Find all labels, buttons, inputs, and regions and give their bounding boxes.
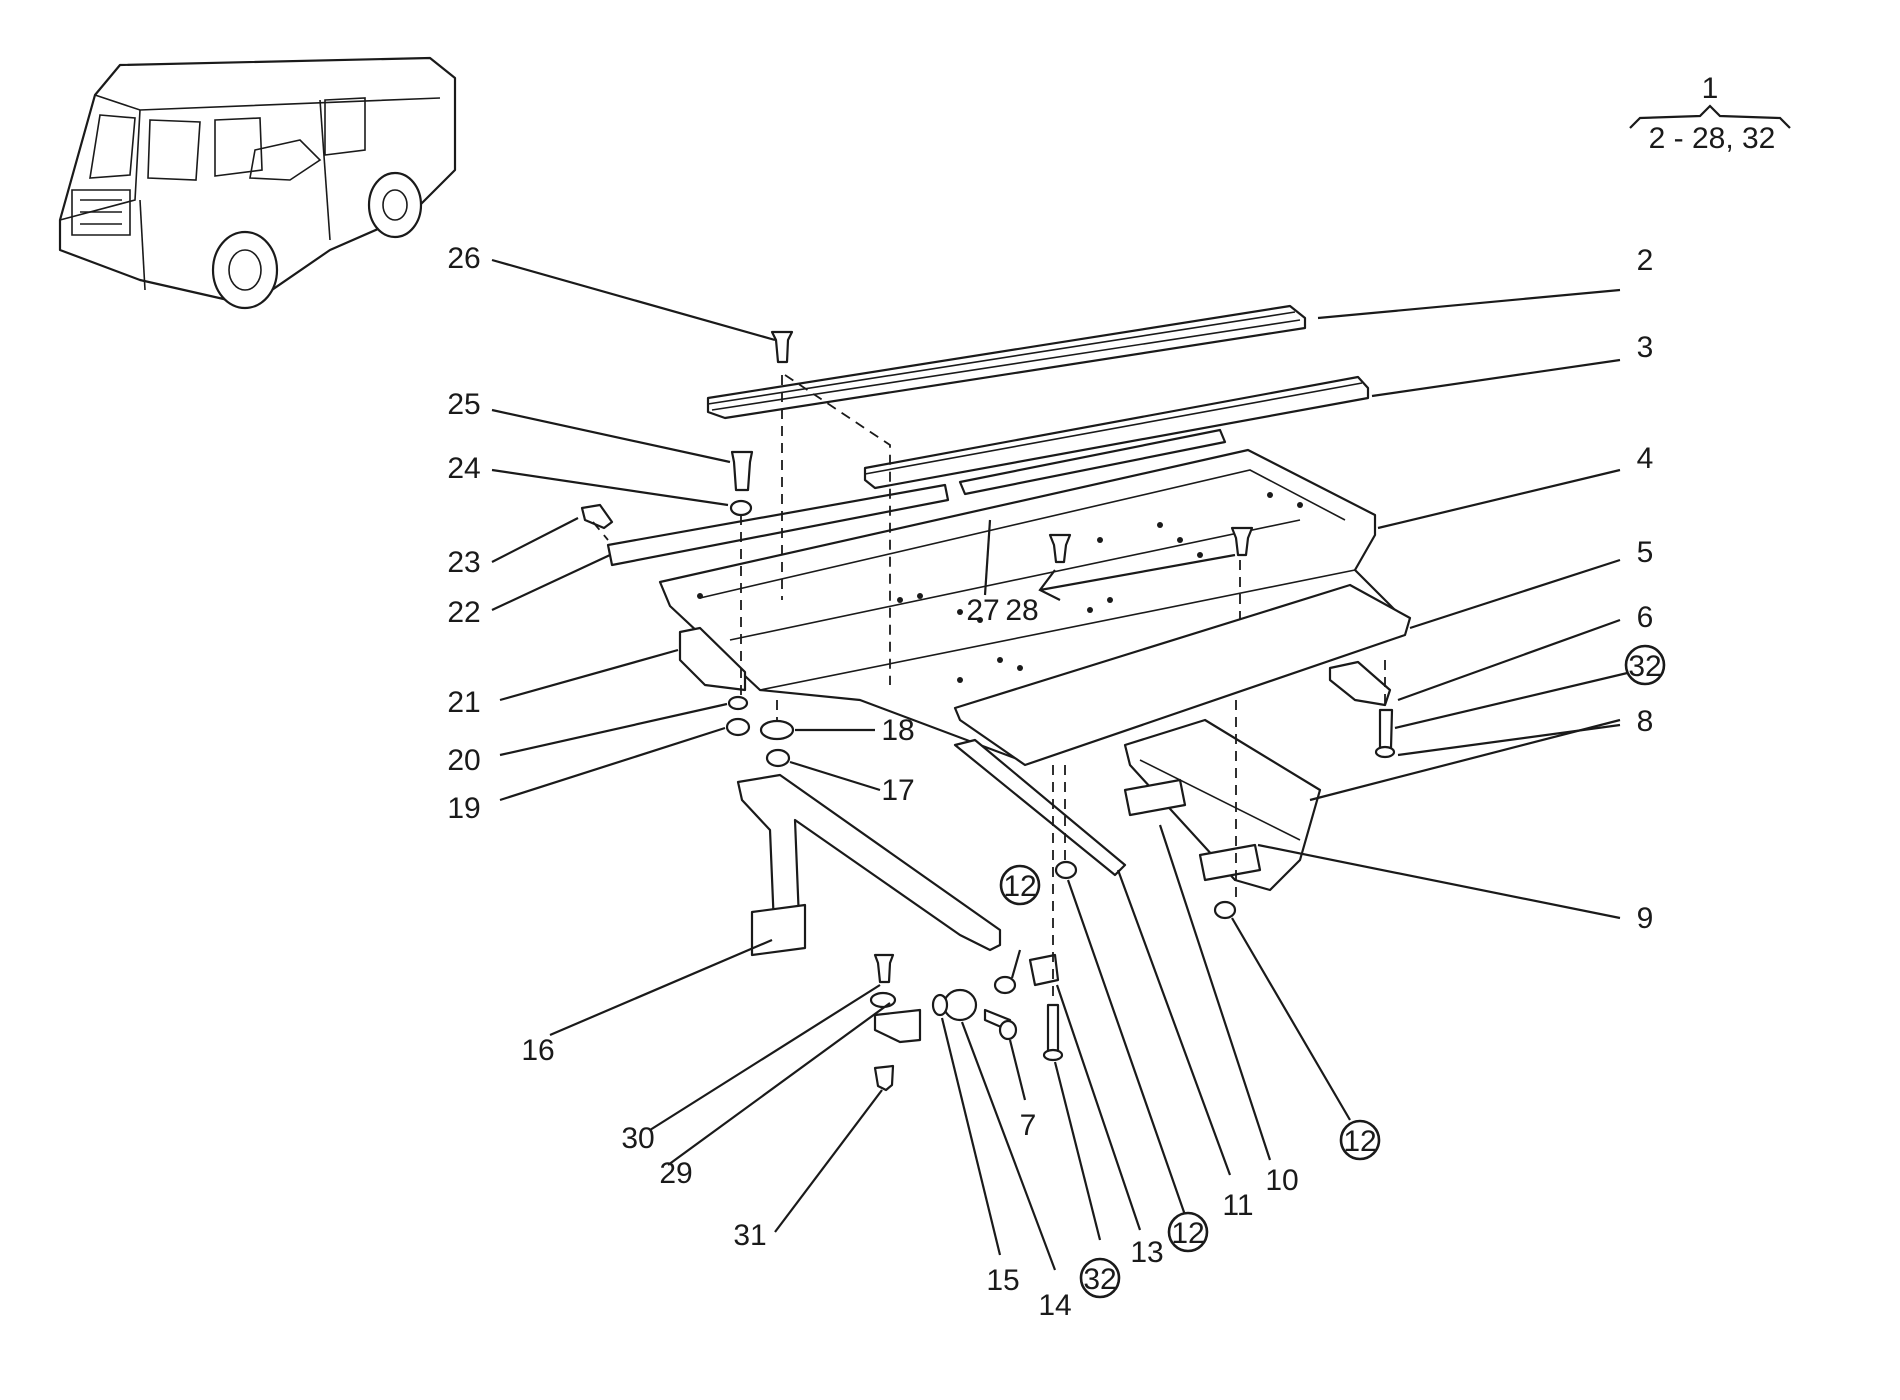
callout-9: 9 (1637, 902, 1654, 935)
callout-5: 5 (1637, 536, 1654, 569)
foot-10 (1123, 778, 1187, 817)
callout-28: 28 (1005, 594, 1038, 627)
bolt-23 (580, 503, 614, 530)
callout-16: 16 (521, 1034, 554, 1067)
group-header: 1 2 - 28, 32 (1629, 72, 1791, 155)
callout-31: 31 (733, 1219, 766, 1252)
callout-3: 3 (1637, 331, 1654, 364)
bar-22 (606, 483, 950, 567)
support-frame-16 (736, 773, 1002, 952)
callout-4: 4 (1637, 442, 1654, 475)
strip-27 (958, 428, 1227, 496)
screw-28b (1230, 526, 1254, 557)
screw-32b (1046, 1003, 1060, 1057)
support-foot-16 (750, 903, 807, 957)
callout-rings (999, 644, 1666, 1299)
ring-c32b (1079, 1257, 1121, 1299)
callout-23: 23 (447, 546, 480, 579)
platform-holes (697, 492, 1303, 683)
foot-9 (1198, 843, 1262, 882)
bolt-30 (873, 953, 895, 984)
strap-11 (953, 738, 1127, 877)
parts-drawing (580, 304, 1412, 1092)
callout-22: 22 (447, 596, 480, 629)
bracket-6 (1328, 660, 1392, 707)
screw-26 (770, 330, 794, 364)
callout-10: 10 (1265, 1164, 1298, 1197)
callout-15: 15 (986, 1264, 1019, 1297)
screw-32a (1378, 708, 1394, 754)
callout-14: 14 (1038, 1289, 1071, 1322)
callout-21: 21 (447, 686, 480, 719)
callout-12: 12 (1171, 1217, 1204, 1250)
rail-3 (863, 375, 1370, 490)
ring-c12b (1167, 1211, 1209, 1253)
washer-20 (727, 695, 749, 711)
ring-c32a (1624, 644, 1666, 686)
truck-cab-locator-icon (58, 56, 457, 310)
screw-7-head (998, 1019, 1018, 1041)
group-range: 2 - 28, 32 (1649, 122, 1776, 155)
callout-26: 26 (447, 242, 480, 275)
screw-28a (1048, 533, 1072, 564)
nut-12-mid (1054, 860, 1078, 880)
washer-18 (759, 719, 795, 741)
callout-6: 6 (1637, 601, 1654, 634)
callout-11: 11 (1222, 1189, 1253, 1222)
nut-19 (725, 717, 751, 737)
leader-lines (491, 258, 1641, 1271)
callout-25: 25 (447, 388, 480, 421)
callout-20: 20 (447, 744, 480, 777)
callout-2: 2 (1637, 244, 1654, 277)
callout-labels: 2 3 4 5 6 32 8 9 12 10 11 12 13 32 14 15… (447, 242, 1661, 1322)
callout-27: 27 (966, 594, 999, 627)
callout-12: 12 (1343, 1125, 1376, 1158)
group-number: 1 (1702, 72, 1719, 105)
callout-17: 17 (881, 774, 914, 807)
ring-15 (931, 993, 949, 1017)
washer-29 (869, 991, 897, 1009)
callout-7: 7 (1020, 1109, 1037, 1142)
ring-c12c (999, 864, 1041, 906)
bracket-21 (678, 626, 747, 692)
bracket-29 (873, 1008, 922, 1044)
screw-32b-head (1042, 1048, 1064, 1062)
step-5 (953, 583, 1412, 767)
callout-32: 32 (1628, 650, 1661, 683)
nut-12-left (993, 975, 1017, 995)
callout-12: 12 (1003, 870, 1036, 903)
callout-18: 18 (881, 714, 914, 747)
callout-19: 19 (447, 792, 480, 825)
plate-14 (942, 988, 978, 1022)
washer-24 (729, 499, 753, 517)
clip-13 (1028, 953, 1060, 987)
callout-13: 13 (1130, 1236, 1163, 1269)
screw-32a-head (1374, 745, 1396, 759)
rail-2 (706, 304, 1307, 420)
callout-30: 30 (621, 1122, 654, 1155)
sleeve-31 (873, 1064, 895, 1092)
callout-24: 24 (447, 452, 480, 485)
group-bracket (1629, 104, 1791, 129)
nut-17 (765, 748, 791, 768)
bolt-25 (730, 450, 754, 492)
nut-12-right (1213, 900, 1237, 920)
ring-c12a (1339, 1119, 1381, 1161)
callout-29: 29 (659, 1157, 692, 1190)
callout-8: 8 (1637, 705, 1654, 738)
callout-32: 32 (1083, 1263, 1116, 1296)
